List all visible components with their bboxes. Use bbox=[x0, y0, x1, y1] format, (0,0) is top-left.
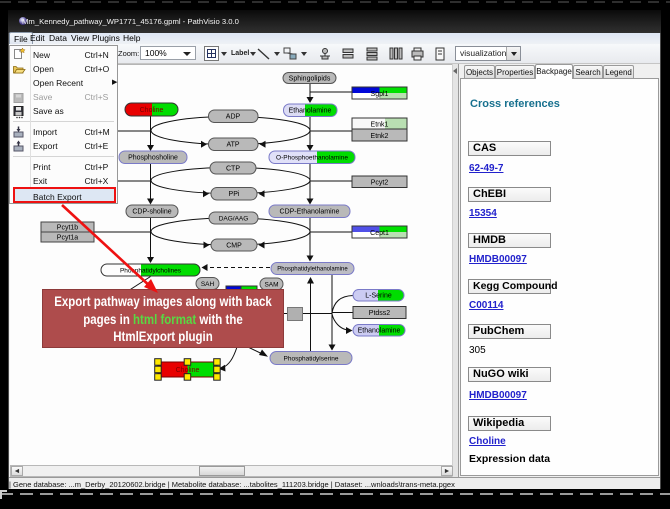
svg-text:SAM: SAM bbox=[264, 282, 278, 289]
svg-text:O-Phosphoethanolamine: O-Phosphoethanolamine bbox=[276, 155, 348, 162]
svg-text:CDP-sholine: CDP-sholine bbox=[132, 209, 171, 216]
svg-text:Pcyt2: Pcyt2 bbox=[371, 180, 389, 187]
svg-text:PPi: PPi bbox=[229, 191, 240, 198]
svg-text:Phosphatidylethanolamine: Phosphatidylethanolamine bbox=[277, 267, 348, 273]
svg-text:ATP: ATP bbox=[226, 142, 239, 149]
svg-text:L-Serine: L-Serine bbox=[365, 293, 392, 300]
svg-text:Ethanolamine: Ethanolamine bbox=[289, 108, 332, 115]
svg-text:Ethanolamine: Ethanolamine bbox=[358, 328, 401, 335]
svg-text:Etnk1: Etnk1 bbox=[371, 122, 389, 129]
svg-text:DAG/AAG: DAG/AAG bbox=[219, 216, 249, 223]
svg-text:Choline: Choline bbox=[176, 367, 200, 374]
svg-text:CMP: CMP bbox=[226, 243, 242, 250]
svg-text:Cept1: Cept1 bbox=[370, 230, 389, 237]
svg-text:Etnk2: Etnk2 bbox=[371, 133, 389, 140]
svg-text:CDP-Ethanolamine: CDP-Ethanolamine bbox=[280, 209, 340, 216]
svg-text:Pcyt1a: Pcyt1a bbox=[57, 235, 79, 242]
svg-text:Choline: Choline bbox=[140, 107, 164, 114]
svg-text:Sgpl1: Sgpl1 bbox=[371, 91, 389, 98]
svg-text:CTP: CTP bbox=[226, 166, 240, 173]
svg-text:Ptdss2: Ptdss2 bbox=[369, 310, 391, 317]
svg-text:ADP: ADP bbox=[226, 114, 241, 121]
svg-text:Phosphosholine: Phosphosholine bbox=[128, 155, 178, 162]
svg-text:Pcyt1b: Pcyt1b bbox=[57, 225, 79, 232]
svg-text:Sphingolipids: Sphingolipids bbox=[289, 76, 331, 83]
svg-text:Phosphatidylcholines: Phosphatidylcholines bbox=[120, 268, 182, 275]
svg-text:Phosphatidylserine: Phosphatidylserine bbox=[284, 356, 339, 363]
svg-text:SAH: SAH bbox=[201, 281, 215, 288]
